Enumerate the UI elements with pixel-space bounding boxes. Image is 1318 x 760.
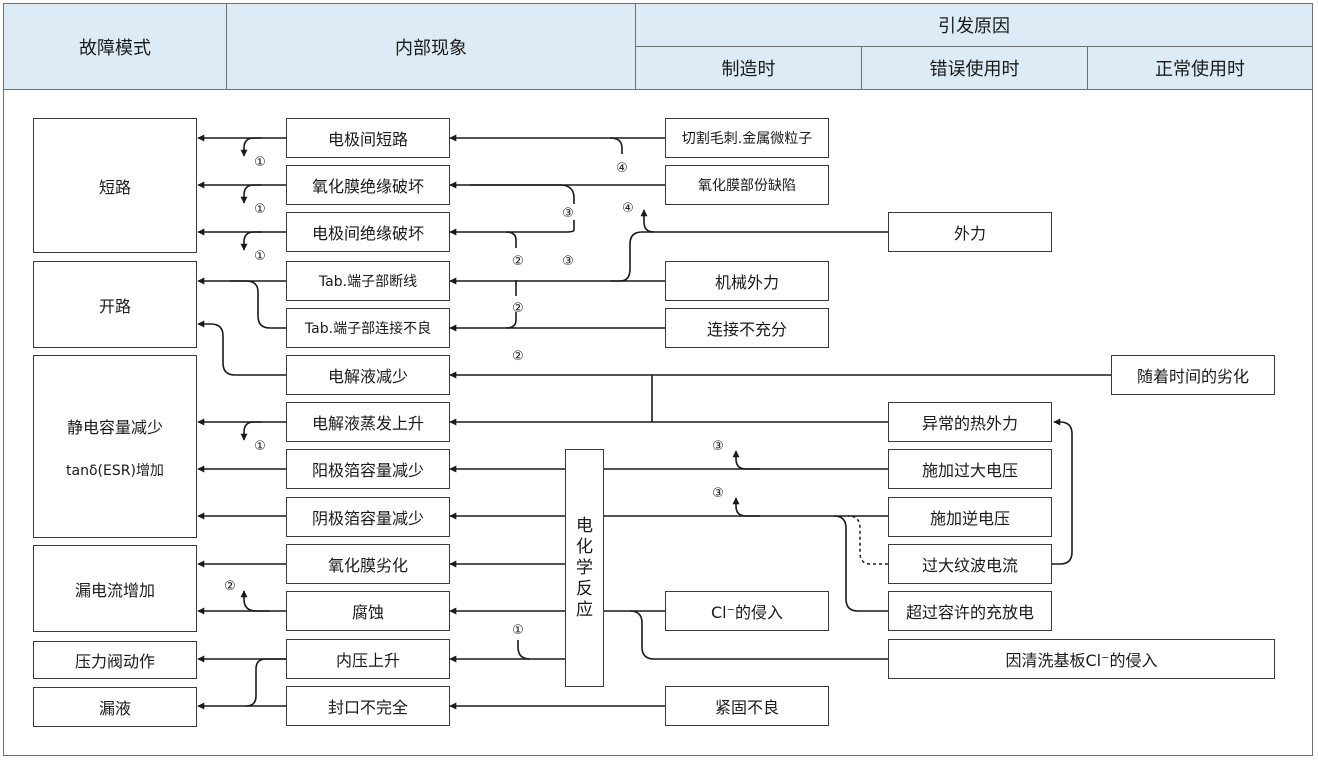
mode-leakage-current: 漏电流增加 [33, 545, 197, 632]
header-internal-phenomenon: 内部现象 [227, 4, 635, 89]
cause-aging: 随着时间的劣化 [1111, 355, 1275, 395]
echem-char-2: 化 [576, 536, 593, 557]
electrochemical-reaction: 电 化 学 反 应 [565, 449, 604, 687]
echem-char-1: 电 [576, 515, 593, 536]
phenomenon-cathode-foil-capacitance: 阴极箔容量减少 [286, 497, 450, 537]
mode-tan-delta-increase: tanδ(ESR)增加 [66, 462, 164, 479]
header-grid-lines [4, 4, 1312, 90]
phenomenon-internal-pressure: 内压上升 [286, 639, 450, 679]
phenomenon-oxide-breakdown: 氧化膜绝缘破坏 [286, 165, 450, 205]
marker-4b: ④ [622, 201, 634, 216]
cause-burrs-metal-particles: 切割毛刺.金属微粒子 [665, 118, 829, 158]
marker-3d: ③ [712, 486, 724, 501]
header-manufacturing: 制造时 [636, 47, 861, 89]
header-cause: 引发原因 [636, 4, 1312, 46]
cause-overvoltage: 施加过大电压 [888, 449, 1052, 489]
marker-1a: ① [254, 155, 266, 170]
diagram-frame [3, 3, 1313, 756]
cause-chloride-intrusion: Cl⁻的侵入 [665, 591, 829, 631]
phenomenon-incomplete-seal: 封口不完全 [286, 686, 450, 726]
marker-2c: ② [512, 301, 524, 316]
marker-4a: ④ [616, 161, 628, 176]
mode-short-circuit: 短路 [33, 118, 197, 253]
cause-poor-fastening: 紧固不良 [665, 686, 829, 726]
marker-1d: ① [254, 439, 266, 454]
echem-char-5: 应 [576, 599, 593, 620]
cause-reverse-voltage: 施加逆电压 [888, 497, 1052, 537]
cause-oxide-partial-defect: 氧化膜部份缺陷 [665, 165, 829, 205]
phenomenon-electrode-short: 电极间短路 [286, 118, 450, 158]
mode-valve-operation: 压力阀动作 [33, 641, 197, 679]
marker-3a: ③ [562, 206, 574, 221]
header-misuse: 错误使用时 [862, 47, 1087, 89]
phenomenon-tab-poor-connection: Tab.端子部连接不良 [286, 308, 450, 348]
flow-arrows [197, 134, 1111, 710]
marker-1b: ① [254, 202, 266, 217]
phenomenon-electrode-insulation-breakdown: 电极间绝缘破坏 [286, 212, 450, 252]
cause-mechanical-force: 机械外力 [665, 261, 829, 301]
phenomenon-electrolyte-evaporation: 电解液蒸发上升 [286, 402, 450, 442]
mode-capacitance-tan: 静电容量减少 tanδ(ESR)增加 [33, 355, 197, 538]
phenomenon-oxide-degradation: 氧化膜劣化 [286, 544, 450, 584]
phenomenon-corrosion: 腐蚀 [286, 591, 450, 631]
cause-insufficient-connection: 连接不充分 [665, 308, 829, 348]
header-failure-mode: 故障模式 [4, 4, 226, 89]
dotted-link-ripple-current [847, 515, 888, 565]
marker-1e: ① [512, 623, 524, 638]
marker-3c: ③ [712, 439, 724, 454]
marker-1c: ① [254, 249, 266, 264]
mode-capacitance-decrease: 静电容量减少 [66, 417, 163, 437]
marker-2d: ② [512, 349, 524, 364]
mode-leakage: 漏液 [33, 687, 197, 727]
marker-3b: ③ [562, 254, 574, 269]
cause-ripple-current: 过大纹波电流 [888, 544, 1052, 584]
echem-char-3: 学 [576, 557, 593, 578]
cause-excess-charge-discharge: 超过容许的充放电 [888, 591, 1052, 631]
echem-char-4: 反 [576, 578, 593, 599]
header-normal-use: 正常使用时 [1088, 47, 1312, 89]
cause-board-cleaning-chloride: 因清洗基板Cl⁻的侵入 [888, 639, 1275, 679]
cause-abnormal-heat: 异常的热外力 [888, 402, 1052, 442]
mode-open-circuit: 开路 [33, 261, 197, 348]
marker-2a: ② [224, 579, 236, 594]
phenomenon-tab-break: Tab.端子部断线 [286, 261, 450, 301]
marker-2b: ② [512, 254, 524, 269]
phenomenon-anode-foil-capacitance: 阳极箔容量减少 [286, 449, 450, 489]
cause-external-force: 外力 [888, 212, 1052, 252]
phenomenon-electrolyte-decrease: 电解液减少 [286, 355, 450, 395]
